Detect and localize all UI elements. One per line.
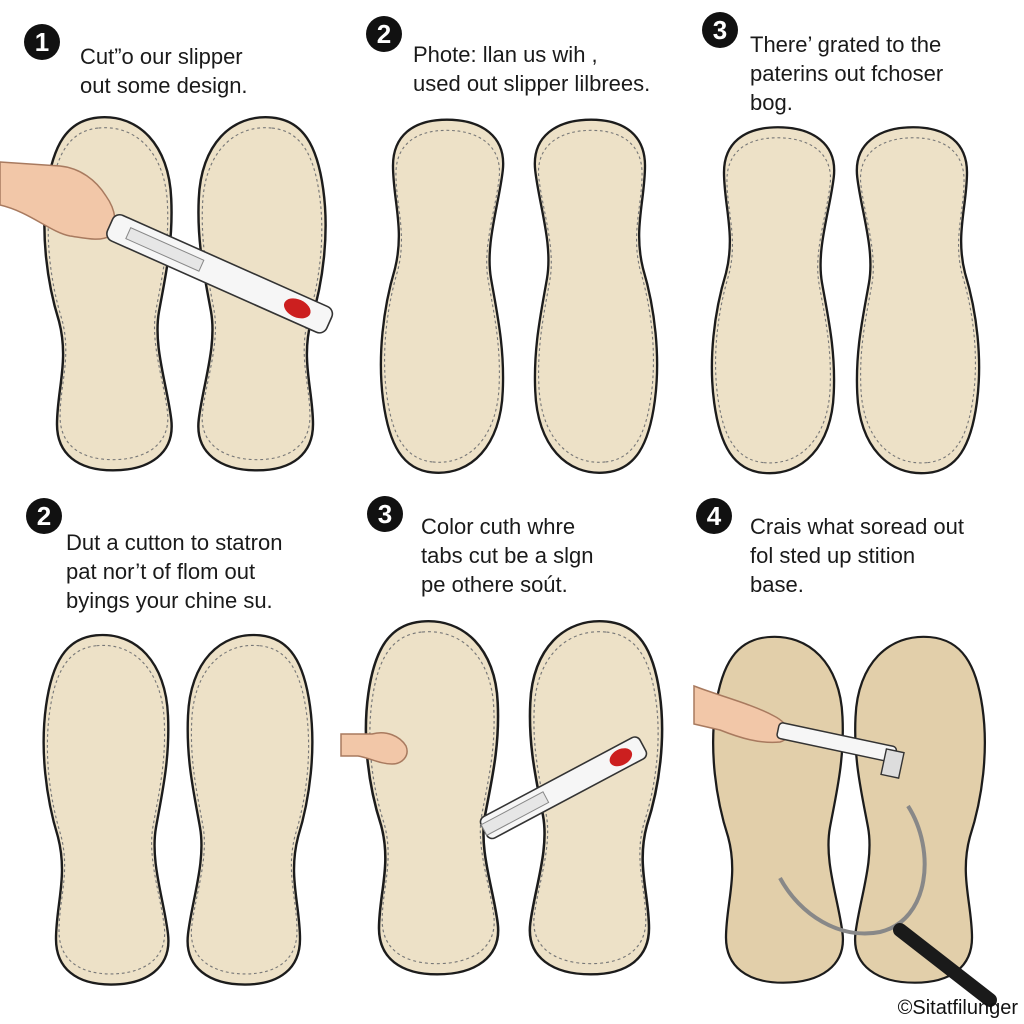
caption-line: fol sted up stition — [750, 543, 916, 568]
step-panel-5: 3 Color cuth whre tabs cut be a slgn pe … — [341, 496, 682, 1024]
sole-right — [186, 633, 314, 986]
sole-right — [855, 126, 981, 475]
step-caption: Dut a cutton to statron pat nor’t of flo… — [66, 528, 282, 615]
step-number-badge: 3 — [367, 496, 403, 532]
step-number-badge: 1 — [24, 24, 60, 60]
caption-line: out some design. — [80, 73, 248, 98]
step-caption: Photе: llan us wih , used out slipper li… — [413, 40, 650, 98]
caption-line: pat nor’t of flom out — [66, 559, 256, 584]
step-number-badge: 2 — [366, 16, 402, 52]
caption-line: base. — [750, 572, 804, 597]
caption-line: Cut”o our slipper — [80, 44, 243, 69]
sole-left — [710, 126, 836, 475]
caption-line: Crais what soread out — [750, 514, 964, 539]
sole-left — [364, 619, 500, 976]
caption-line: Photе: llan us wih , — [413, 42, 598, 67]
sole-left — [379, 118, 505, 474]
step-panel-4: 2 Dut a cutton to statron pat nor’t of f… — [0, 498, 341, 1024]
caption-line: bog. — [750, 90, 793, 115]
step-caption: There’ grated to the paterins out fchose… — [750, 30, 943, 117]
step-caption: Crais what soread out fol sted up stitio… — [750, 512, 964, 599]
sole-right — [853, 635, 986, 984]
sole-left — [42, 633, 170, 986]
cutter-tool-icon — [479, 736, 648, 840]
caption-line: There’ grated to the — [750, 32, 942, 57]
step-caption: Color cuth whre tabs cut be a slgn pe ot… — [421, 512, 593, 599]
caption-line: used out slipper lilbrees. — [413, 71, 651, 96]
credit-watermark: ©Sitatfilunger — [897, 997, 1018, 1019]
step-panel-2: 2 Photе: llan us wih , used out slipper … — [341, 0, 682, 512]
hook-tool-icon — [778, 804, 997, 1007]
stapler-icon — [776, 722, 905, 779]
step-number-badge: 2 — [26, 498, 62, 534]
step-number-badge: 4 — [696, 498, 732, 534]
hand-icon — [340, 732, 408, 765]
caption-line: tabs cut be a slgn — [421, 543, 594, 568]
sole-left — [712, 635, 845, 984]
step-panel-6: 4 Crais what soread out fol sted up stit… — [682, 498, 1023, 1024]
step-panel-3: 3 There’ grated to the paterins out fcho… — [682, 0, 1023, 512]
cutter-tool-icon — [106, 213, 334, 334]
step-number-badge: 3 — [702, 12, 738, 48]
caption-line: paterins out fchoser — [750, 61, 944, 86]
step-caption: Cut”o our slipper out some design. — [80, 42, 248, 100]
sole-right — [533, 118, 659, 474]
caption-line: Color cuth whre — [421, 514, 576, 539]
step-panel-1: 1 Cut”o our slipper out some design. — [0, 0, 341, 512]
caption-line: Dut a cutton to statron — [66, 530, 283, 555]
caption-line: pe othere soút. — [421, 572, 568, 597]
caption-line: byings your chine su. — [66, 588, 273, 613]
